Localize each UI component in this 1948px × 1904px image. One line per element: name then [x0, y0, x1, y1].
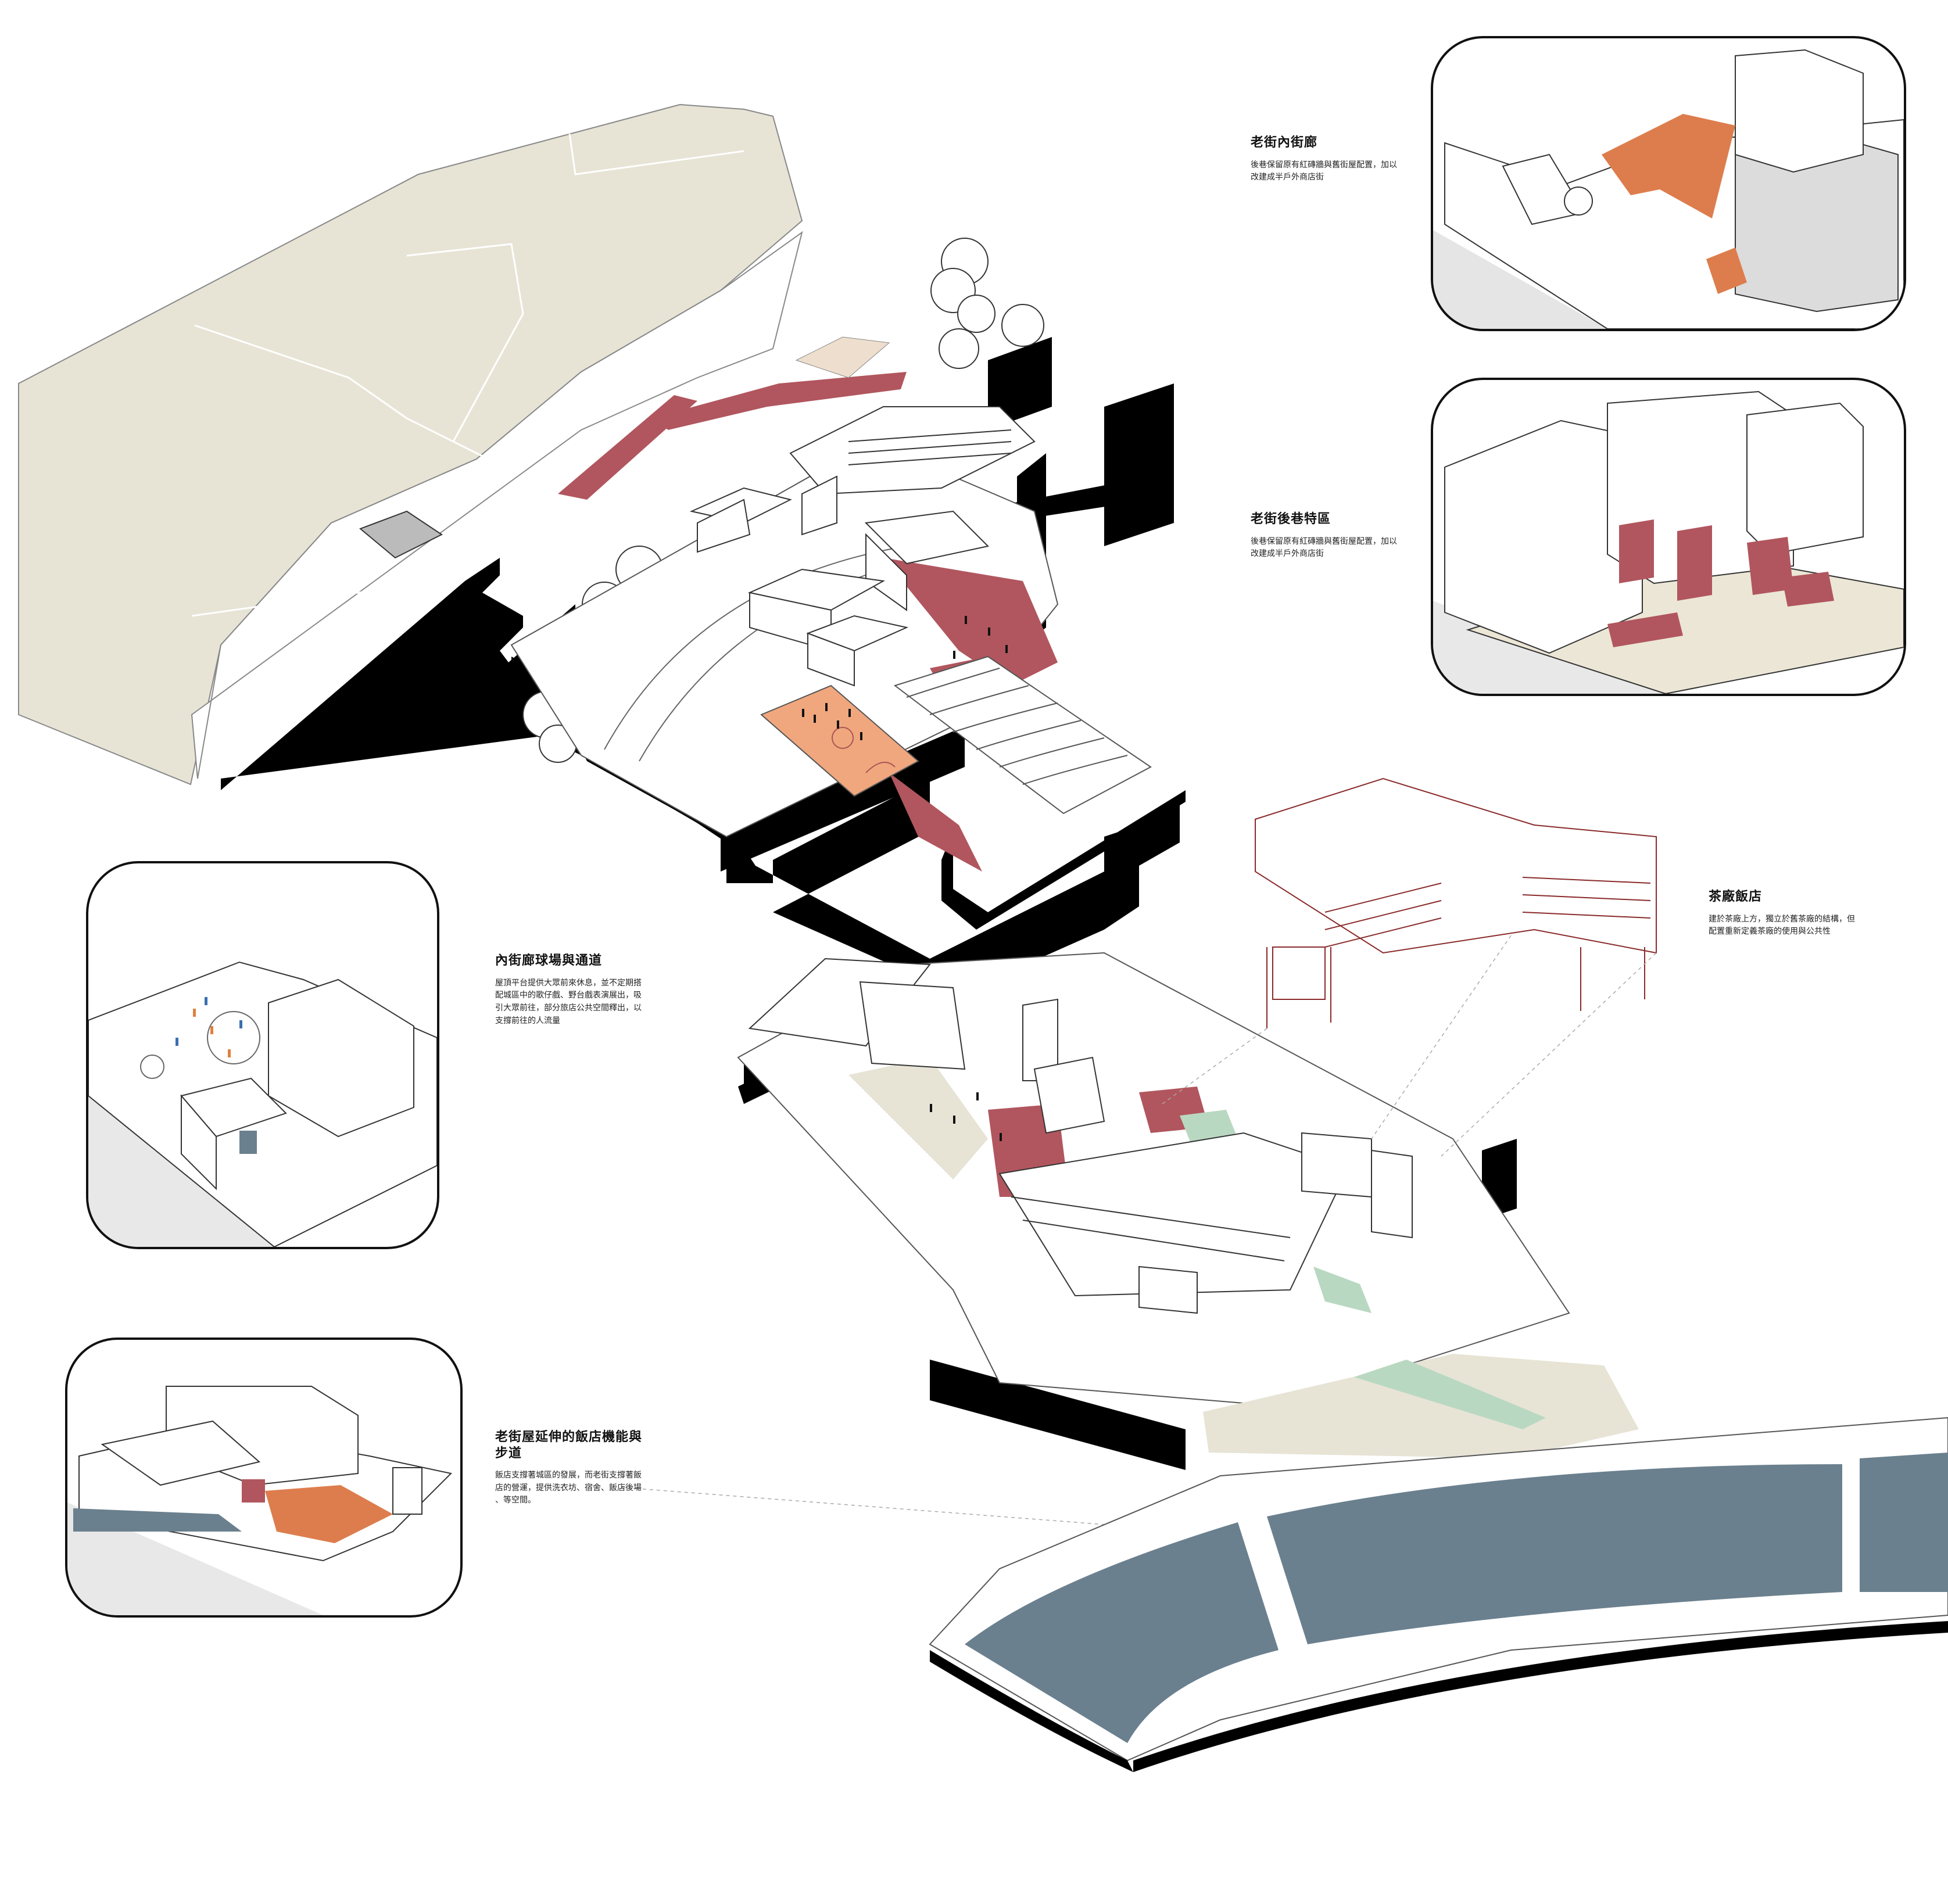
- lower-complex-buildings: [748, 958, 1413, 1314]
- hillside-terrain: [18, 103, 803, 786]
- annotation-inner-court-passage: 內街廊球場與通道 屋頂平台提供大眾前來休息，並不定期搭 配城區中的歌仔戲、野台戲…: [495, 953, 669, 1027]
- inset-old-house-extension: [65, 1338, 463, 1618]
- inset-old-street-corridor: [1431, 36, 1906, 331]
- annotation-tea-factory-hotel: 茶廠飯店 建於茶廠上方，獨立於舊茶廠的結構，但 配置重新定義茶廠的使用與公共性: [1709, 889, 1900, 938]
- inset-old-house-extension-drawing: [67, 1386, 453, 1615]
- annotation-description: 飯店支撐著城區的發展，而老街支撐著飯 店的營運，提供洗衣坊、宿舍、飯店後場 、等…: [495, 1471, 642, 1505]
- sawtooth-roofs: [893, 655, 1152, 815]
- people-figures: [802, 616, 1008, 1141]
- annotation-title: 老街後巷特區: [1251, 512, 1331, 526]
- annotation-description: 後巷保留原有紅磚牆與舊街屋配置，加以 改建成半戶外商店街: [1251, 536, 1397, 559]
- inset-inner-court-passage-drawing: [88, 961, 437, 1247]
- inset-old-street-corridor-drawing: [1433, 49, 1904, 329]
- projection-lines: [621, 935, 1657, 1529]
- inset-back-alley-district-drawing: [1433, 390, 1904, 694]
- annotation-description: 建於茶廠上方，獨立於舊茶廠的結構，但 配置重新定義茶廠的使用與公共性: [1709, 914, 1855, 937]
- waterfront: [929, 1354, 1948, 1772]
- inset-inner-court-passage: [86, 861, 439, 1249]
- annotation-title: 內街廊球場與通道: [495, 953, 603, 968]
- red-brick-paths: [558, 372, 1058, 872]
- inset-back-alley-district: [1431, 378, 1906, 696]
- annotation-back-alley-district: 老街後巷特區 後巷保留原有紅磚牆與舊街屋配置，加以 改建成半戶外商店街: [1251, 511, 1425, 561]
- annotation-old-street-corridor: 老街內街廊 後巷保留原有紅磚牆與舊街屋配置，加以 改建成半戶外商店街: [1251, 135, 1425, 184]
- tea-factory-hotel-wireframe: [1255, 777, 1657, 1028]
- annotation-description: 後巷保留原有紅磚牆與舊街屋配置，加以 改建成半戶外商店街: [1251, 160, 1397, 182]
- mid-block-buildings: [747, 568, 909, 687]
- annotation-title: 老街屋延伸的飯店機能與 步道: [495, 1430, 643, 1461]
- grandstand-building: [689, 406, 1036, 611]
- annotation-title: 茶廠飯店: [1709, 890, 1763, 904]
- annotation-old-house-extension: 老街屋延伸的飯店機能與 步道 飯店支撐著城區的發展，而老街支撐著飯 店的營運，提…: [495, 1429, 669, 1507]
- annotation-title: 老街內街廊: [1251, 135, 1318, 150]
- annotation-description: 屋頂平台提供大眾前來休息，並不定期搭 配城區中的歌仔戲、野台戲表演展出，吸 引大…: [495, 978, 642, 1025]
- basketball-court: [760, 684, 919, 797]
- hill-stairs: [795, 336, 890, 378]
